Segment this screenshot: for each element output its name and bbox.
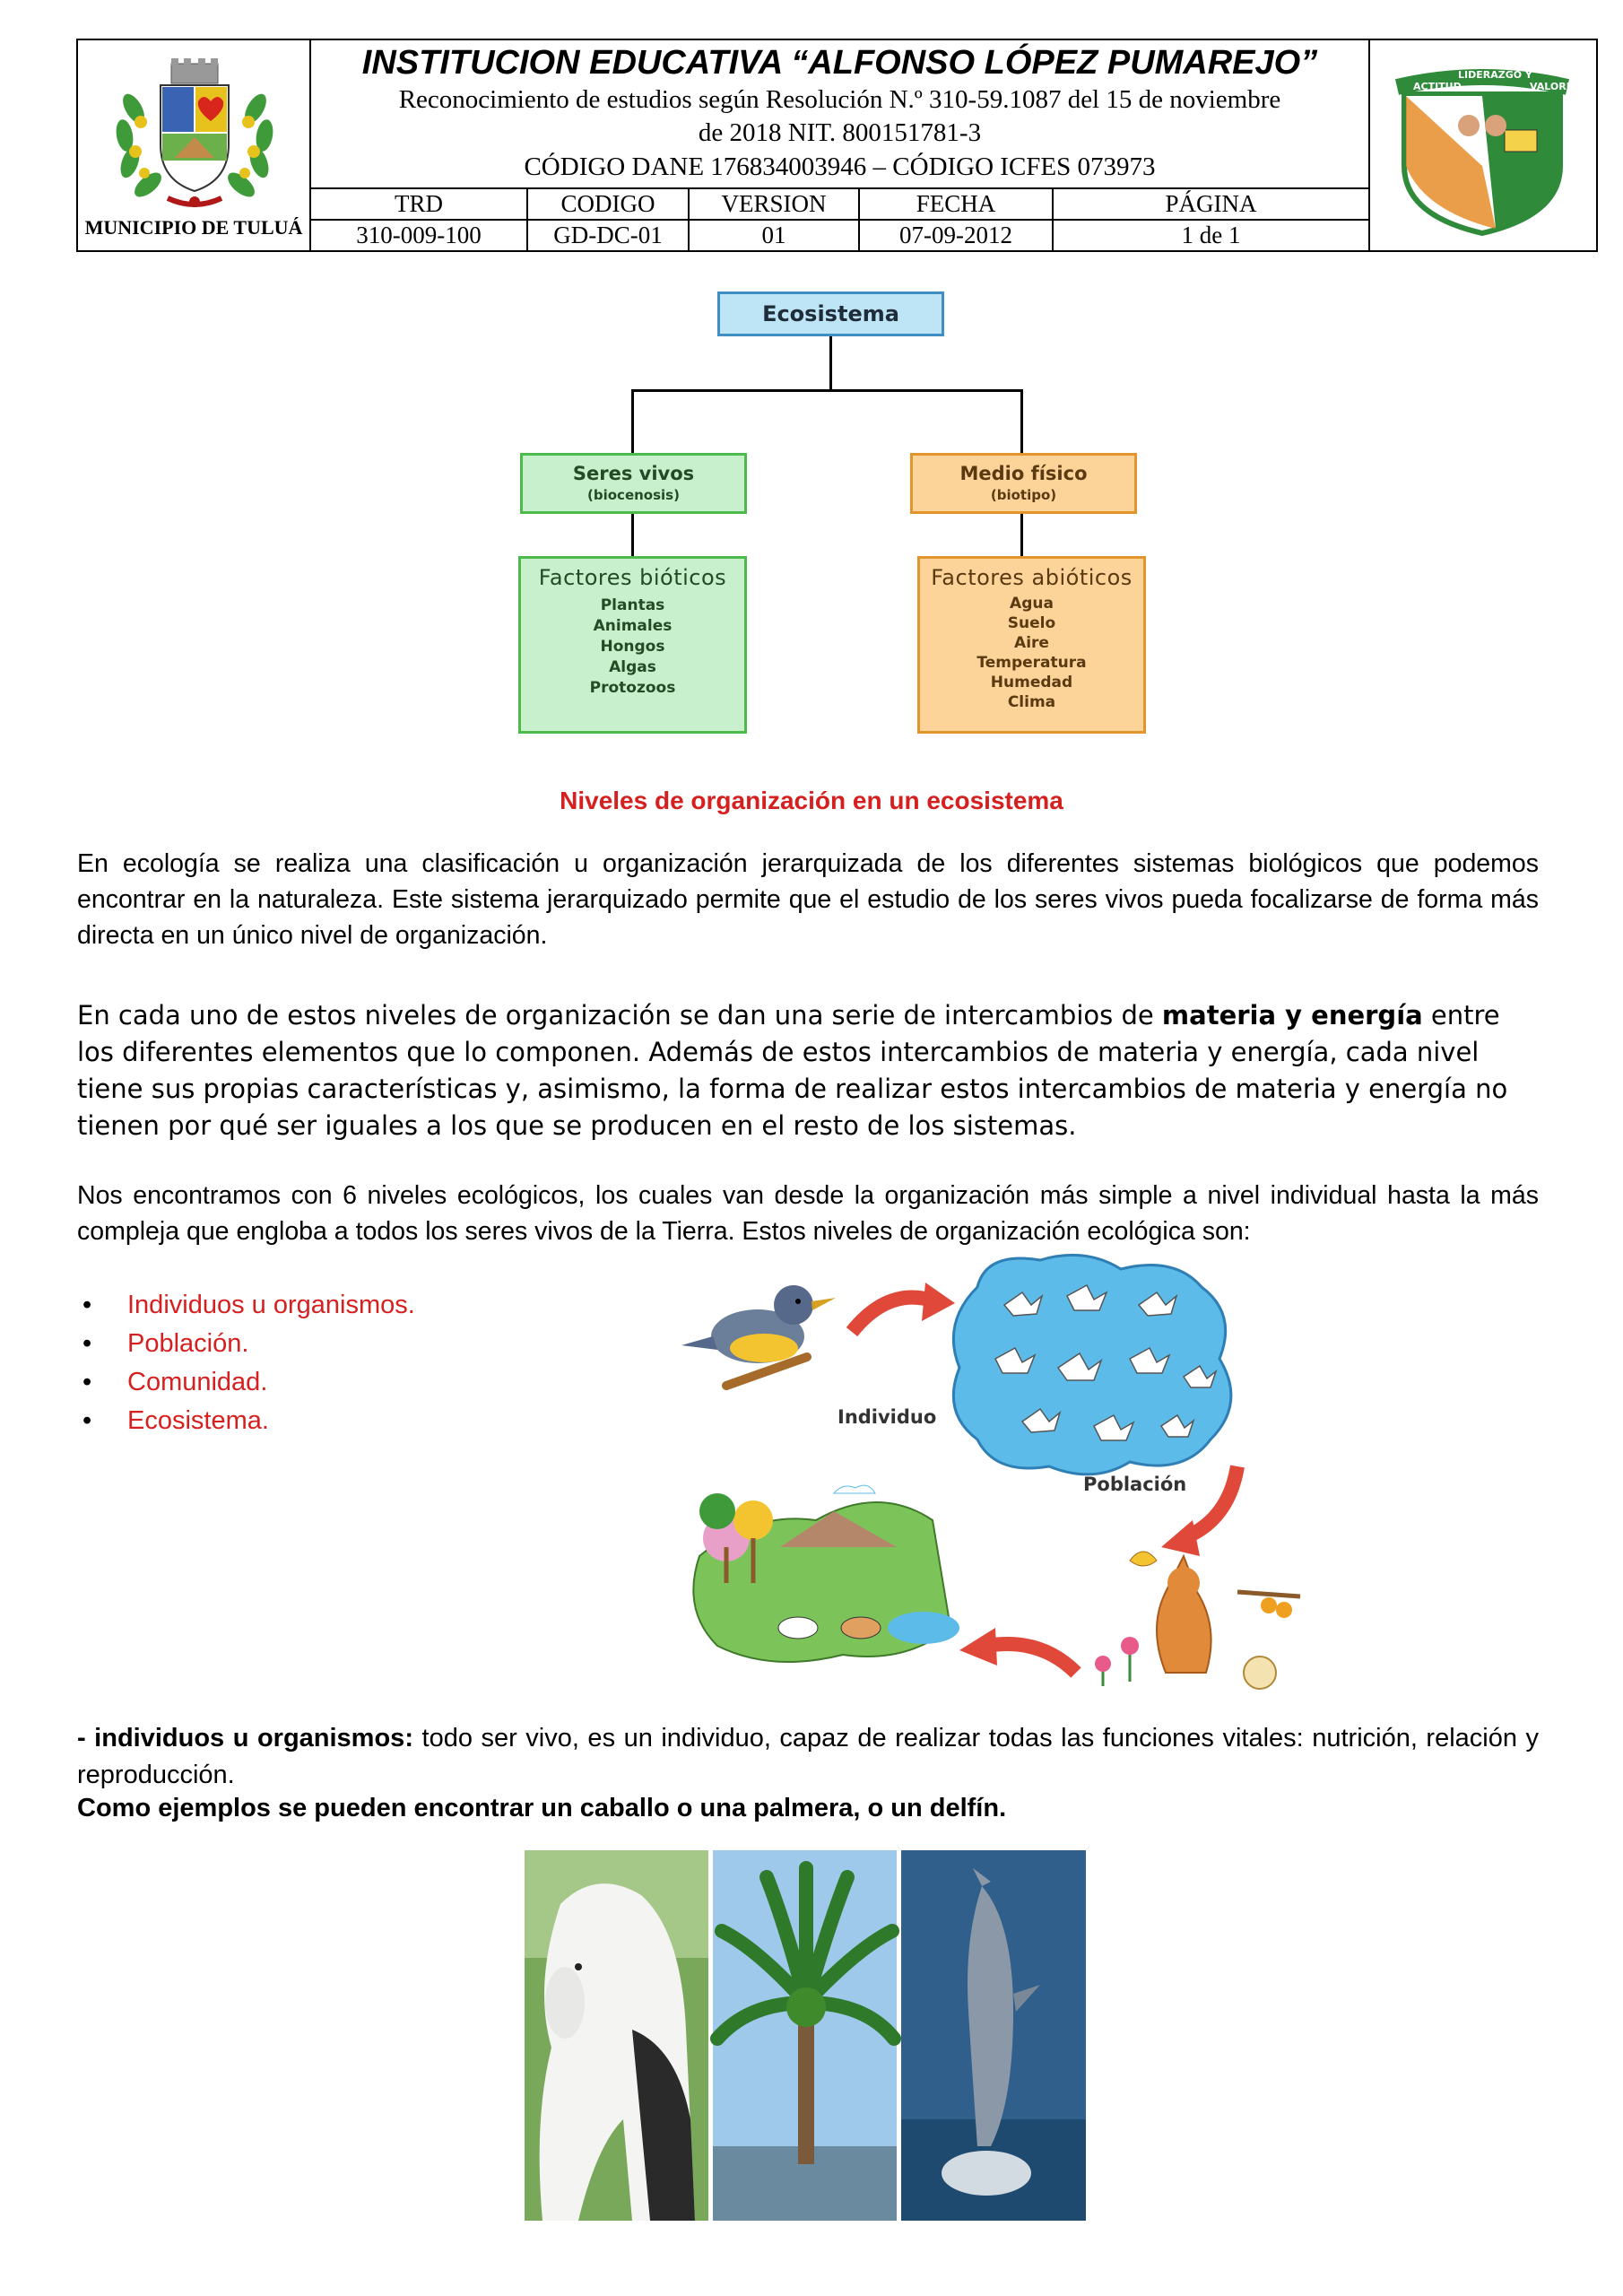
example-photos-graphic (525, 1850, 1086, 2221)
levels-list: Individuos u organismos. Población. Comu… (77, 1286, 415, 1440)
table-value-cell: GD-DC-01 (526, 219, 690, 252)
community-animals-icon (1095, 1551, 1301, 1690)
abiotic-factors-box: Factores abióticos Agua Suelo Aire Tempe… (917, 556, 1146, 734)
individuals-definition: - individuos u organismos: todo ser vivo… (77, 1720, 1539, 1794)
living-beings-box: Seres vivos (biocenosis) (520, 453, 747, 514)
table-header-cell: TRD (311, 187, 528, 221)
biotic-factor-item: Algas (609, 658, 656, 676)
municipality-logo-cell: MUNICIPIO DE TULUÁ (78, 40, 311, 250)
organization-levels-illustration: Individuo Población (681, 1251, 1336, 1726)
example-photos (525, 1850, 1086, 2221)
connector-line (631, 389, 634, 453)
biotic-factors-box: Factores bióticos Plantas Animales Hongo… (518, 556, 747, 734)
population-label: Población (1083, 1474, 1187, 1495)
biotic-factor-item: Plantas (600, 596, 665, 614)
abiotic-factor-item: Humedad (990, 674, 1073, 691)
school-crest-icon: ACTITUD LIDERAZGO Y VALORES (1394, 69, 1580, 237)
municipality-name: MUNICIPIO DE TULUÁ (84, 216, 303, 239)
table-value-cell: 1 de 1 (1052, 219, 1368, 252)
individuals-text: todo ser vivo, es un individuo, capaz de… (77, 1724, 1539, 1789)
document-control-table: TRD CODIGO VERSION FECHA PÁGINA 310-009-… (311, 187, 1368, 252)
list-item: Ecosistema. (77, 1402, 415, 1440)
abiotic-factor-item: Suelo (1007, 614, 1056, 632)
document-header: MUNICIPIO DE TULUÁ INSTITUCION EDUCATIVA… (76, 39, 1598, 252)
horse-photo (525, 1850, 708, 2221)
individuals-examples: Como ejemplos se pueden encontrar un cab… (77, 1794, 1007, 1822)
table-value-cell: 07-09-2012 (858, 219, 1054, 252)
connector-line (1020, 514, 1023, 556)
connector-line (829, 336, 832, 390)
abiotic-factor-item: Clima (1007, 693, 1056, 711)
paragraph-text: entre los diferentes elementos que lo co… (77, 1000, 1508, 1141)
physical-medium-subtitle: (biotipo) (990, 487, 1057, 503)
control-table-header-row: TRD CODIGO VERSION FECHA PÁGINA (311, 187, 1368, 221)
physical-medium-title: Medio físico (959, 463, 1088, 484)
control-table-value-row: 310-009-100 GD-DC-01 01 07-09-2012 1 de … (311, 219, 1368, 252)
individual-label: Individuo (838, 1406, 937, 1428)
connector-line (631, 514, 634, 556)
living-beings-title: Seres vivos (572, 463, 695, 484)
living-beings-subtitle: (biocenosis) (587, 487, 680, 503)
institution-title: INSTITUCION EDUCATIVA “ALFONSO LÓPEZ PUM… (361, 44, 1318, 82)
list-item: Comunidad. (77, 1363, 415, 1402)
paragraph-text: En cada uno de estos niveles de organiza… (77, 1000, 1162, 1031)
levels-cycle-graphic (681, 1253, 1301, 1690)
header-center: INSTITUCION EDUCATIVA “ALFONSO LÓPEZ PUM… (311, 40, 1368, 252)
paragraph-matter-energy: En cada uno de estos niveles de organiza… (77, 997, 1539, 1144)
recognition-line-1: Reconocimiento de estudios según Resoluc… (398, 85, 1281, 114)
palm-tree-photo (710, 1850, 901, 2221)
motto-word-3: VALORES (1530, 81, 1580, 92)
table-value-cell: 01 (688, 219, 860, 252)
connector-line (631, 389, 1023, 392)
section-heading: Niveles de organización en un ecosistema (560, 787, 1063, 814)
recognition-line-2: de 2018 NIT. 800151781-3 (698, 118, 982, 147)
physical-medium-box: Medio físico (biotipo) (910, 453, 1137, 514)
abiotic-factor-item: Agua (1010, 595, 1054, 613)
connector-line (1020, 389, 1023, 453)
dolphin-photo (901, 1850, 1086, 2221)
biotic-factor-item: Hongos (600, 638, 665, 656)
ecosystem-box: Ecosistema (717, 291, 944, 336)
school-logo-cell: ACTITUD LIDERAZGO Y VALORES (1368, 40, 1596, 250)
bird-flock-icon (951, 1253, 1233, 1476)
biotic-factors-title: Factores bióticos (538, 565, 727, 590)
table-header-cell: VERSION (688, 187, 860, 221)
motto-word-1: ACTITUD (1413, 81, 1462, 92)
table-header-cell: CODIGO (526, 187, 690, 221)
codes-line: CÓDIGO DANE 176834003946 – CÓDIGO ICFES … (524, 152, 1156, 181)
table-header-cell: PÁGINA (1052, 187, 1368, 221)
paragraph-bold-term: materia y energía (1161, 1000, 1423, 1031)
ecosystem-landscape-icon (692, 1484, 959, 1663)
bird-icon (681, 1285, 836, 1390)
list-item: Individuos u organismos. (77, 1286, 415, 1325)
municipality-crest-icon (116, 58, 273, 207)
paragraph-six-levels: Nos encontramos con 6 niveles ecológicos… (77, 1181, 1539, 1246)
biotic-factor-item: Protozoos (589, 679, 676, 697)
list-item: Población. (77, 1325, 415, 1363)
individuals-term: - individuos u organismos: (77, 1724, 413, 1752)
paragraph-hierarchy: En ecología se realiza una clasificación… (77, 849, 1539, 950)
abiotic-factor-item: Temperatura (976, 654, 1087, 672)
biotic-factor-item: Animales (593, 617, 673, 635)
abiotic-factor-item: Aire (1014, 634, 1049, 652)
table-header-cell: FECHA (858, 187, 1054, 221)
table-value-cell: 310-009-100 (311, 219, 528, 252)
motto-word-2: LIDERAZGO Y (1458, 69, 1533, 81)
abiotic-factors-title: Factores abióticos (931, 565, 1133, 590)
